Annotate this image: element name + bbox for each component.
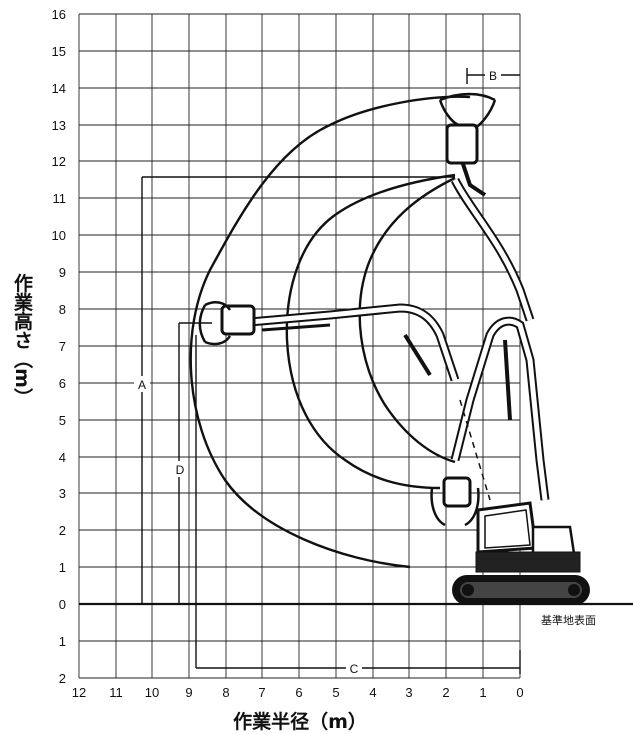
boom-raised — [438, 92, 535, 322]
y-tick-6: 6 — [59, 376, 66, 391]
x-tick-4: 4 — [369, 685, 376, 700]
reach-arcs — [189, 95, 471, 569]
y-tick-neg1: 1 — [59, 634, 66, 649]
x-tick-3: 3 — [405, 685, 412, 700]
y-tick-14: 14 — [52, 81, 66, 96]
y-tick-2: 2 — [59, 523, 66, 538]
dimension-C-label: C — [350, 662, 359, 676]
y-tick-12: 12 — [52, 154, 66, 169]
y-ticks-up: 0 1 2 3 4 5 6 7 8 9 10 11 12 13 14 15 16 — [52, 7, 66, 612]
excavator-body — [452, 501, 590, 605]
x-tick-12: 12 — [72, 685, 86, 700]
x-tick-8: 8 — [222, 685, 229, 700]
x-ticks: 12 11 10 9 8 7 6 5 4 3 2 1 0 — [72, 685, 524, 700]
y-tick-10: 10 — [52, 228, 66, 243]
outer-reach-arc — [189, 95, 471, 569]
x-tick-9: 9 — [185, 685, 192, 700]
dimension-A-label: A — [138, 378, 146, 392]
boom-extended — [198, 301, 460, 382]
x-tick-10: 10 — [145, 685, 159, 700]
y-tick-8: 8 — [59, 302, 66, 317]
boom-lowered — [430, 316, 550, 527]
dimension-C-box — [346, 660, 362, 676]
middle-reach-arc — [285, 173, 456, 490]
x-tick-0: 0 — [516, 685, 523, 700]
y-ticks-down: 1 2 — [59, 634, 66, 686]
dimension-A-box — [134, 376, 150, 392]
y-tick-1: 1 — [59, 560, 66, 575]
x-axis-title: 作業半径（m） — [233, 710, 367, 733]
grid — [78, 13, 521, 679]
dimension-D-box — [172, 461, 188, 477]
y-tick-13: 13 — [52, 118, 66, 133]
y-axis-title: 作業高さ（m） — [11, 272, 34, 407]
x-tick-7: 7 — [258, 685, 265, 700]
ground-label: 基準地表面 — [541, 613, 596, 627]
dimension-D-label: D — [176, 463, 185, 477]
dimension-B-box — [485, 67, 501, 83]
x-tick-1: 1 — [479, 685, 486, 700]
y-tick-3: 3 — [59, 486, 66, 501]
x-tick-2: 2 — [442, 685, 449, 700]
y-tick-15: 15 — [52, 44, 66, 59]
y-tick-0: 0 — [59, 597, 66, 612]
y-tick-11: 11 — [53, 191, 67, 206]
y-tick-7: 7 — [59, 339, 66, 354]
y-tick-16: 16 — [52, 7, 66, 22]
y-tick-4: 4 — [59, 450, 66, 465]
x-tick-5: 5 — [332, 685, 339, 700]
y-tick-neg2: 2 — [59, 671, 66, 686]
x-tick-6: 6 — [295, 685, 302, 700]
x-tick-11: 11 — [109, 685, 123, 700]
inner-reach-arc — [358, 176, 456, 464]
dimension-B-label: B — [489, 69, 497, 83]
y-tick-5: 5 — [59, 413, 66, 428]
y-tick-9: 9 — [59, 265, 66, 280]
